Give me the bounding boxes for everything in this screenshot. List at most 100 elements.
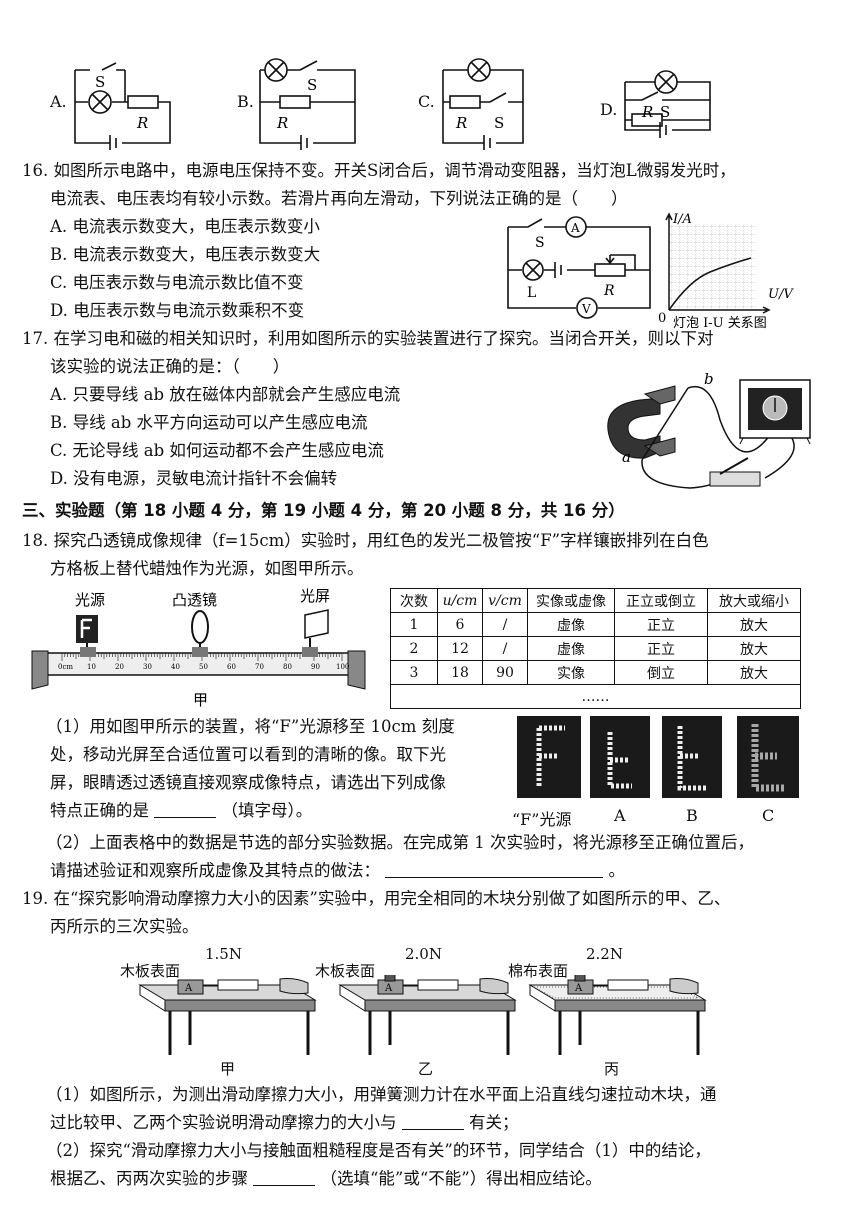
table-row: 2 12 / 虚像 正立 放大 — [390, 636, 801, 661]
q17-option-b: B. 导线 ab 水平方向运动可以产生感应电流 — [50, 413, 368, 432]
q18-data-table: 次数 u/cm v/cm 实像或虚像 正立或倒立 放大或缩小 1 6 / 虚像 … — [390, 588, 801, 709]
table-cell: / — [482, 612, 528, 637]
q17-stem-line1: 17. 在学习电和磁的相关知识时，利用如图所示的实验装置进行了探究。当闭合开关，… — [22, 329, 714, 348]
light-source-label: 光源 — [75, 591, 105, 609]
force-label-jia: 1.5N — [205, 945, 242, 963]
table-header-row: 次数 u/cm v/cm 实像或虚像 正立或倒立 放大或缩小 — [390, 588, 801, 613]
q16-option-a: A. 电流表示数变大，电压表示数变小 — [50, 217, 320, 236]
table-cell: 虚像 — [527, 612, 615, 637]
answer-blank[interactable] — [154, 801, 217, 818]
table-cell: 1 — [390, 612, 438, 637]
q18-part1-line2: 处，移动光屏至合适位置可以看到的清晰的像。取下光 — [50, 745, 446, 764]
q16-option-c: C. 电压表示数与电流示数比值不变 — [50, 273, 304, 292]
table-cell: 6 — [437, 612, 483, 637]
section3-heading: 三、实验题（第 18 小题 4 分，第 19 小题 4 分，第 20 小题 8 … — [22, 501, 625, 520]
q18-optical-bench: 光源 凸透镜 光屏 甲 0cm 10 20 30 40 50 60 70 80 … — [31, 587, 366, 709]
option-c-label: C — [762, 806, 775, 825]
table-row: 3 18 90 实像 倒立 放大 — [390, 660, 801, 685]
force-label-bing: 2.2N — [586, 945, 623, 963]
answer-blank[interactable] — [385, 861, 604, 878]
table-row: 1 6 / 虚像 正立 放大 — [390, 612, 801, 637]
figure-caption-yi: 乙 — [418, 1060, 434, 1078]
y-axis-label: I/A — [672, 212, 692, 227]
image-option-c — [737, 716, 799, 798]
option-b-label: B — [686, 806, 698, 825]
q19-part2-line2: 根据乙、丙两次实验的步骤 （选填“能”或“不能”）得出相应结论。 — [50, 1168, 602, 1190]
table-ellipsis: …… — [390, 684, 801, 709]
text-fragment: 。 — [608, 861, 626, 880]
image-option-b — [662, 716, 722, 798]
q18-stem-line1: 18. 探究凸透镜成像规律（f=15cm）实验时，用红色的发光二极管按“F”字样… — [22, 531, 709, 550]
text-fragment: （选填“能”或“不能”）得出相应结论。 — [320, 1169, 602, 1188]
resistor-label: R — [455, 114, 467, 132]
text-fragment: （填字母）。 — [221, 801, 313, 820]
q19-part2-line1: （2）探究“滑动摩擦力大小与接触面粗糙程度是否有关”的环节，同学结合（1）中的结… — [46, 1141, 711, 1160]
tick-label: 100 — [336, 663, 349, 671]
switch-label: S — [535, 235, 545, 251]
wire-end-a-label: a — [622, 448, 631, 466]
table-cell: 放大 — [707, 660, 801, 685]
table-header: 次数 — [390, 588, 438, 613]
circuit-d-diagram: R S — [624, 70, 711, 138]
table-cell: 18 — [437, 660, 483, 685]
resistor-label: R — [136, 114, 148, 132]
origin-label: 0 — [658, 311, 666, 326]
table-cell: / — [482, 636, 528, 661]
text-fragment: 请描述验证和观察所成虚像及其特点的做法： — [50, 861, 380, 880]
q16-option-d: D. 电压表示数与电流示数乘积不变 — [50, 301, 305, 320]
q17-stem-line2: 该实验的说法正确的是：（ ） — [50, 357, 290, 376]
circuit-c-diagram: R S — [442, 58, 524, 150]
block-label: A — [184, 983, 193, 994]
tick-label: 80 — [283, 663, 292, 671]
resistor-label: R — [641, 103, 653, 121]
galvanometer — [739, 379, 811, 445]
tick-label: 90 — [311, 663, 320, 671]
table-cell: 12 — [437, 636, 483, 661]
q19-part1-line1: （1）如图所示，为测出滑动摩擦力大小，用弹簧测力计在水平面上沿直线匀速拉动木块，… — [46, 1085, 717, 1104]
answer-blank[interactable] — [401, 1113, 464, 1130]
block-label: A — [574, 983, 583, 994]
image-option-a — [590, 716, 650, 798]
option-b-label: B. — [237, 92, 254, 111]
knife-switch — [709, 457, 761, 487]
table-header: 实像或虚像 — [527, 588, 615, 613]
lamp-label: L — [527, 285, 536, 301]
table-cell: 放大 — [707, 612, 801, 637]
tick-label: 10 — [87, 663, 96, 671]
tick-label: 50 — [199, 663, 208, 671]
tick-label: 0cm — [58, 663, 73, 671]
table-row: …… — [390, 684, 801, 709]
table-cell: 2 — [390, 636, 438, 661]
tick-label: 70 — [255, 663, 264, 671]
q18-part1-line4: 特点正确的是 （填字母）。 — [50, 800, 312, 822]
force-label-yi: 2.0N — [405, 945, 442, 963]
lens-label: 凸透镜 — [172, 591, 217, 609]
experiment-bing-figure: A — [528, 975, 707, 1055]
wire-end-b-label: b — [704, 370, 714, 388]
q19-part1-line2: 过比较甲、乙两个实验说明滑动摩擦力的大小与 有关； — [50, 1112, 519, 1134]
circuit-a-diagram: S R — [74, 62, 171, 150]
horseshoe-magnet — [607, 385, 676, 459]
q17-induction-apparatus: a b — [607, 370, 811, 489]
switch-label: S — [660, 103, 670, 121]
experiment-yi-figure: A — [338, 975, 517, 1055]
q17-option-a: A. 只要导线 ab 放在磁体内部就会产生感应电流 — [50, 385, 401, 404]
figure-caption-jia: 甲 — [220, 1060, 236, 1078]
experiment-jia-figure: A — [138, 978, 317, 1055]
switch-label: S — [494, 114, 504, 132]
table-cell: 正立 — [614, 612, 708, 637]
convex-lens — [191, 610, 209, 644]
table-cell: 倒立 — [614, 660, 708, 685]
rheostat-label: R — [603, 283, 615, 299]
resistor-label: R — [276, 114, 288, 132]
table-cell: 正立 — [614, 636, 708, 661]
q19-stem-line2: 丙所示的三次实验。 — [50, 917, 199, 936]
q16-stem-line2: 电流表、电压表均有较小示数。若滑片再向左滑动，下列说法正确的是（ ） — [50, 189, 628, 208]
q18-stem-line2: 方格板上替代蜡烛作为光源，如图甲所示。 — [50, 559, 364, 578]
q18-part2-line1: （2）上面表格中的数据是节选的部分实验数据。在完成第 1 次实验时，将光源移至正… — [46, 833, 754, 852]
screen-label: 光屏 — [300, 587, 330, 605]
answer-blank[interactable] — [253, 1169, 316, 1186]
q18-part1-line1: （1）用如图甲所示的装置，将“F”光源移至 10cm 刻度 — [46, 717, 455, 736]
table-cell: 90 — [482, 660, 528, 685]
option-a-label: A. — [50, 92, 67, 111]
